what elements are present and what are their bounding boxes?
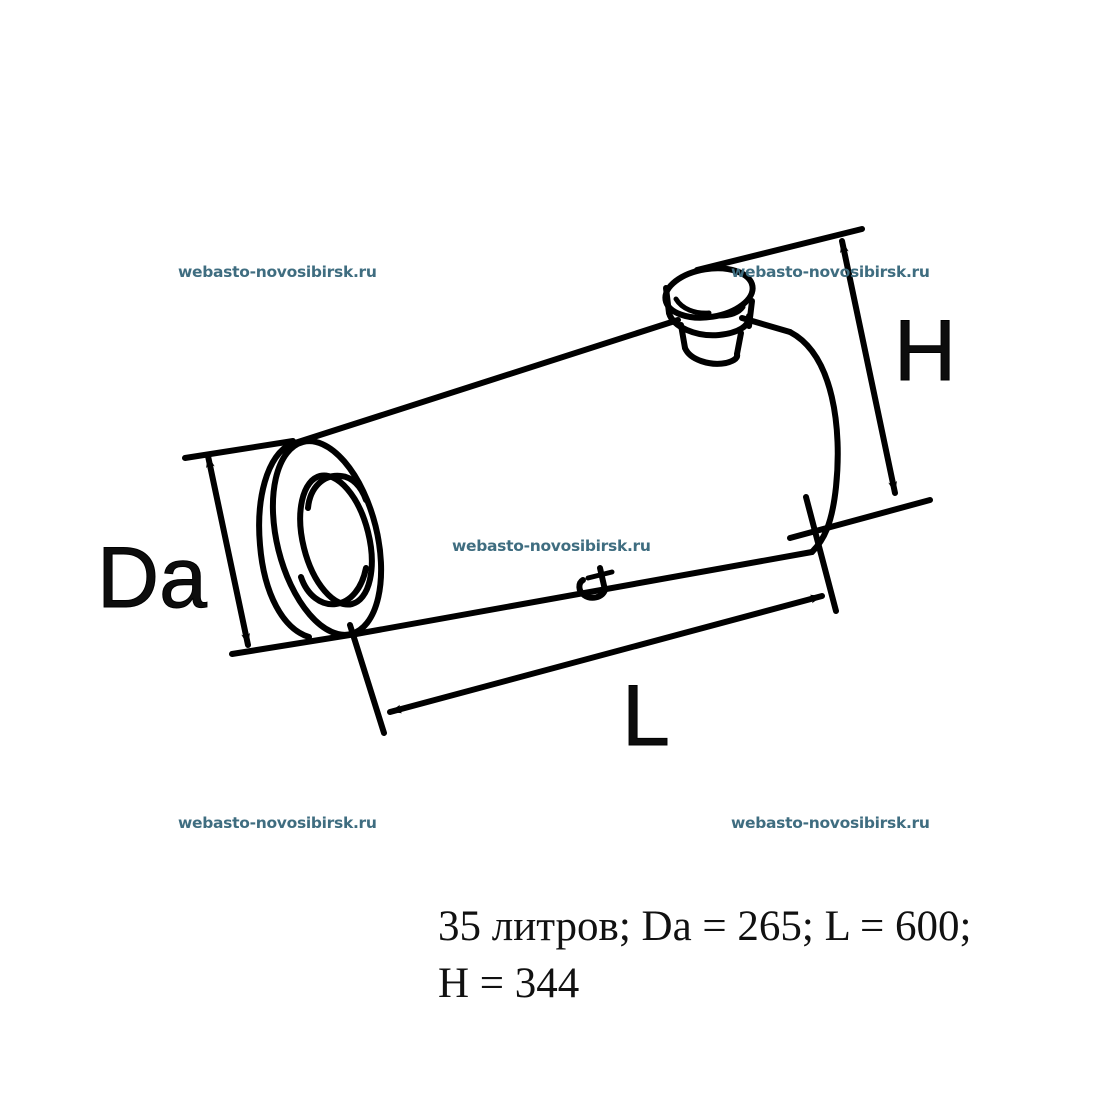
end-cap-outer-ellipse — [269, 438, 385, 638]
H-dimension-arrow — [839, 238, 898, 496]
watermark-bottom-left: webasto-novosibirsk.ru — [178, 814, 377, 832]
tank-right-dome — [787, 329, 841, 555]
H-extension-upper — [694, 226, 865, 273]
watermark-top-right: webasto-novosibirsk.ru — [731, 263, 930, 281]
filler-collar-left — [678, 322, 688, 351]
Da-extension-lower — [229, 631, 359, 657]
filler-flange-front — [666, 310, 752, 339]
end-cap-inner-arc-bottom — [298, 565, 369, 608]
H-dimension-label: H — [894, 303, 956, 399]
end-cap-inner-ellipse — [297, 472, 375, 608]
end-cap-inner-arc-top — [305, 472, 369, 511]
Da-dimension-label: Da — [97, 530, 207, 626]
dimension-Da-group: Da — [97, 438, 359, 657]
watermark-bottom-right: webasto-novosibirsk.ru — [731, 814, 930, 832]
tank-body-group — [256, 315, 841, 640]
dimension-L-group: L — [347, 494, 839, 765]
L-dimension-arrow — [387, 593, 825, 715]
L-extension-left — [347, 622, 387, 736]
filler-collar-right — [734, 330, 744, 357]
watermark-middle: webasto-novosibirsk.ru — [452, 537, 651, 555]
bracket-stem — [597, 565, 608, 593]
filler-cap-seam-right — [717, 304, 746, 319]
filler-cap-seam-left — [673, 296, 712, 316]
L-extension-right — [803, 494, 839, 614]
drawing-caption: 35 литров; Da = 265; L = 600; H = 344 — [438, 903, 983, 1008]
end-cap-rim-edge — [256, 440, 312, 640]
filler-cap-left-wall — [663, 285, 672, 316]
filler-collar-bottom — [682, 345, 741, 367]
bracket-tab — [585, 569, 615, 581]
L-dimension-label: L — [622, 668, 670, 764]
tank-top-edge — [292, 317, 681, 446]
dimension-H-group: H — [694, 226, 957, 541]
Da-dimension-arrow — [205, 453, 251, 648]
watermark-top-left: webasto-novosibirsk.ru — [178, 263, 377, 281]
Da-extension-upper — [182, 438, 296, 461]
